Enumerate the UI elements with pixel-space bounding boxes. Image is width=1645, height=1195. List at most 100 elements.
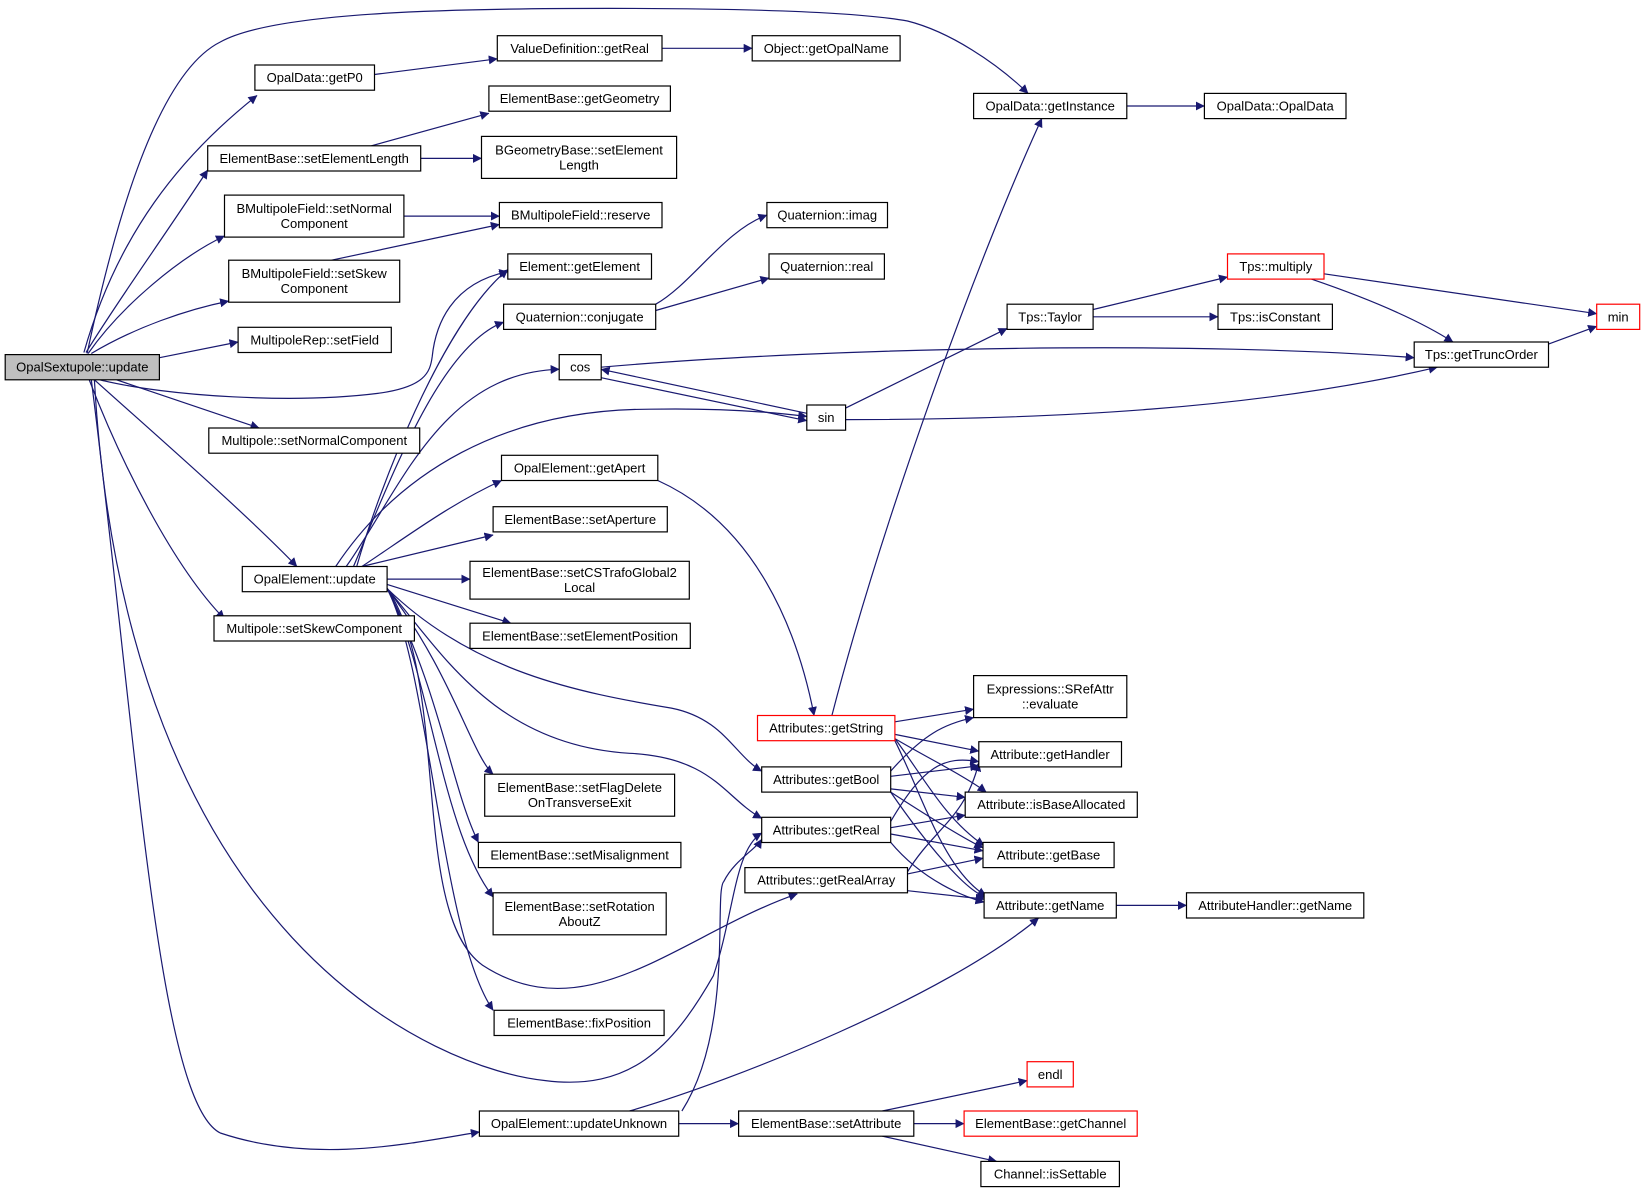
call-edge-3 <box>371 111 490 147</box>
node-setElementLength[interactable]: ElementBase::setElementLength <box>207 145 422 172</box>
node-mpSetSkew[interactable]: Multipole::setSkewComponent <box>213 615 415 642</box>
call-edge-61 <box>907 855 984 875</box>
node-box-bgSetElemLen <box>480 135 678 179</box>
node-cos[interactable]: cos <box>558 354 602 381</box>
node-setMisalign[interactable]: ElementBase::setMisalignment <box>477 841 682 869</box>
call-edge-33 <box>601 347 1415 368</box>
node-isSettable[interactable]: Channel::isSettable <box>980 1160 1121 1188</box>
node-box-qConjugate <box>503 303 657 331</box>
node-label-srefEvaluate: ::evaluate <box>1022 697 1078 712</box>
node-label-getRealArray: Attributes::getRealArray <box>757 873 896 888</box>
node-ahGetName[interactable]: AttributeHandler::getName <box>1185 892 1365 919</box>
node-getString[interactable]: Attributes::getString <box>756 714 896 742</box>
node-min[interactable]: min <box>1596 303 1641 331</box>
node-fixPosition[interactable]: ElementBase::fixPosition <box>493 1009 665 1037</box>
call-edge-0 <box>83 95 258 353</box>
call-edge-48 <box>894 738 987 793</box>
node-box-fixPosition <box>493 1009 665 1037</box>
node-getChannel[interactable]: ElementBase::getChannel <box>963 1110 1138 1137</box>
call-edge-30 <box>386 588 798 990</box>
node-getInstance[interactable]: OpalData::getInstance <box>972 92 1128 120</box>
node-label-root: OpalSextupole::update <box>16 360 148 375</box>
node-label-qImag: Quaternion::imag <box>777 208 877 223</box>
node-box-getReal <box>761 816 892 844</box>
call-edge-36 <box>845 327 1008 409</box>
node-box-getP0 <box>254 64 376 91</box>
node-vdGetReal[interactable]: ValueDefinition::getReal <box>496 35 663 62</box>
call-edge-66 <box>681 838 763 1112</box>
node-bgSetElemLen[interactable]: BGeometryBase::setElementLength <box>480 135 678 179</box>
call-edge-43 <box>1323 273 1598 317</box>
node-bmfSetSkew[interactable]: BMultipoleField::setSkewComponent <box>228 259 401 303</box>
node-attrGetName[interactable]: Attribute::getName <box>983 892 1117 919</box>
node-qReal[interactable]: Quaternion::real <box>768 253 886 280</box>
node-getHandler[interactable]: Attribute::getHandler <box>978 741 1123 768</box>
node-root[interactable]: OpalSextupole::update <box>4 354 160 381</box>
node-box-tpsMultiply <box>1226 253 1325 280</box>
node-tpsIsConstant[interactable]: Tps::isConstant <box>1217 303 1334 331</box>
node-getBase[interactable]: Attribute::getBase <box>982 841 1115 869</box>
call-edge-54 <box>890 791 984 849</box>
call-edge-58 <box>890 833 984 854</box>
node-qImag[interactable]: Quaternion::imag <box>766 201 889 229</box>
call-edge-16 <box>356 269 509 567</box>
function-nodes: OpalSextupole::update OpalData::getP0 Valu… <box>4 35 1641 1188</box>
node-getBool[interactable]: Attributes::getBool <box>761 766 892 793</box>
node-setElemPos[interactable]: ElementBase::setElementPosition <box>469 622 691 650</box>
node-box-setRotation <box>492 892 667 936</box>
node-opalDataCtor[interactable]: OpalData::OpalData <box>1203 92 1347 120</box>
node-box-setElementLength <box>207 145 422 172</box>
node-getOpalName[interactable]: Object::getOpalName <box>751 35 901 62</box>
node-label-setRotation: AboutZ <box>559 914 601 929</box>
node-srefEvaluate[interactable]: Expressions::SRefAttr::evaluate <box>972 674 1128 719</box>
node-setFlagDelete[interactable]: ElementBase::setFlagDeleteOnTransverseEx… <box>484 773 676 817</box>
node-tpsGetTruncOrder[interactable]: Tps::getTruncOrder <box>1413 341 1550 368</box>
node-qConjugate[interactable]: Quaternion::conjugate <box>503 303 657 331</box>
node-label-getHandler: Attribute::getHandler <box>990 747 1110 762</box>
node-setAttribute[interactable]: ElementBase::setAttribute <box>737 1110 915 1137</box>
node-box-setMisalign <box>477 841 682 869</box>
node-label-opalDataCtor: OpalData::OpalData <box>1217 99 1335 114</box>
call-edge-44 <box>1311 278 1454 343</box>
node-getP0[interactable]: OpalData::getP0 <box>254 64 376 91</box>
node-box-sin <box>806 404 847 431</box>
node-sin[interactable]: sin <box>806 404 847 431</box>
node-endl[interactable]: endl <box>1026 1061 1074 1088</box>
node-label-getChannel: ElementBase::getChannel <box>975 1116 1126 1131</box>
node-label-setAttribute: ElementBase::setAttribute <box>751 1116 901 1131</box>
call-edge-25 <box>386 588 763 819</box>
node-oeUpdate[interactable]: OpalElement::update <box>241 565 388 593</box>
node-bmfReserve[interactable]: BMultipoleField::reserve <box>498 201 663 229</box>
node-getReal[interactable]: Attributes::getReal <box>761 816 892 844</box>
node-box-getChannel <box>963 1110 1138 1137</box>
node-label-bmfSetNormal: BMultipoleField::setNormal <box>237 201 392 216</box>
node-tpsMultiply[interactable]: Tps::multiply <box>1226 253 1325 280</box>
node-oeUpdateUnknown[interactable]: OpalElement::updateUnknown <box>478 1110 680 1137</box>
node-getElement[interactable]: Element::getElement <box>507 253 653 280</box>
node-label-oeUpdateUnknown: OpalElement::updateUnknown <box>491 1116 667 1131</box>
node-label-cos: cos <box>570 360 591 375</box>
call-edge-65 <box>90 379 480 1151</box>
node-getGeometry[interactable]: ElementBase::getGeometry <box>488 85 671 112</box>
node-tpsTaylor[interactable]: Tps::Taylor <box>1006 303 1094 331</box>
call-edge-19 <box>335 408 808 567</box>
node-box-setAperture <box>492 506 668 533</box>
node-box-vdGetReal <box>496 35 663 62</box>
node-getRealArray[interactable]: Attributes::getRealArray <box>744 866 909 894</box>
node-isBaseAllocated[interactable]: Attribute::isBaseAllocated <box>964 791 1138 818</box>
node-mpSetNormal[interactable]: Multipole::setNormalComponent <box>208 427 421 454</box>
node-box-setCSTrafo <box>469 560 690 600</box>
call-edge-18 <box>345 365 560 567</box>
call-edge-10 <box>159 339 239 359</box>
call-edge-35 <box>600 366 807 414</box>
node-mrSetField[interactable]: MultipoleRep::setField <box>237 326 392 354</box>
node-setAperture[interactable]: ElementBase::setAperture <box>492 506 668 533</box>
node-bmfSetNormal[interactable]: BMultipoleField::setNormalComponent <box>223 194 405 238</box>
node-box-endl <box>1026 1061 1074 1088</box>
node-label-bmfReserve: BMultipoleField::reserve <box>511 208 650 223</box>
node-label-ahGetName: AttributeHandler::getName <box>1198 898 1352 913</box>
node-box-min <box>1596 303 1641 331</box>
node-oeGetApert[interactable]: OpalElement::getApert <box>500 454 659 482</box>
